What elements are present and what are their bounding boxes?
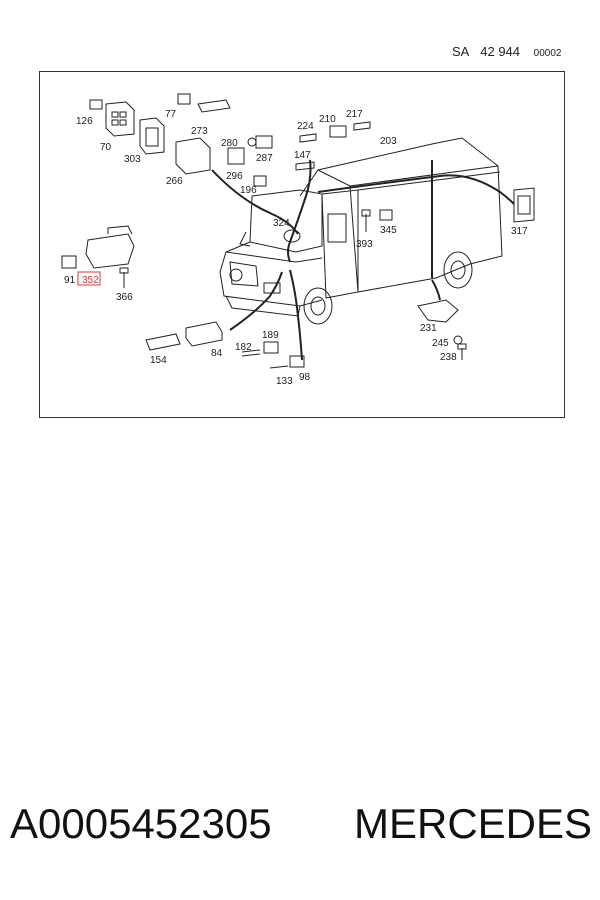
harness-lines xyxy=(211,159,515,361)
callout-98: 98 xyxy=(299,372,311,383)
callout-317: 317 xyxy=(511,226,528,237)
callout-303: 303 xyxy=(124,154,141,165)
part-133-icon xyxy=(269,365,289,369)
callout-393: 393 xyxy=(356,239,373,250)
callout-352: 352 xyxy=(82,275,99,286)
callout-189: 189 xyxy=(262,330,279,341)
part-189-icon xyxy=(263,341,279,354)
callout-224: 224 xyxy=(297,121,314,132)
callout-366: 366 xyxy=(116,292,133,303)
part-287-icon xyxy=(255,135,273,149)
callout-238: 238 xyxy=(440,352,457,363)
callout-352-highlight-box xyxy=(77,271,101,286)
part-70-icon xyxy=(105,101,135,137)
header-sheet: 00002 xyxy=(533,48,562,59)
part-303-icon xyxy=(139,117,165,155)
callout-147: 147 xyxy=(294,150,311,161)
part-84-icon xyxy=(185,321,223,347)
header-prefix: SA xyxy=(452,44,469,59)
part-91-icon xyxy=(61,255,77,269)
part-245-icon xyxy=(453,335,463,345)
callout-126: 126 xyxy=(76,116,93,127)
callout-91: 91 xyxy=(64,275,76,286)
part-217-icon xyxy=(353,121,371,131)
part-317-icon xyxy=(513,187,535,223)
part-98-icon xyxy=(289,355,305,368)
part-224-icon xyxy=(299,133,317,143)
brand-name: MERCEDES xyxy=(354,800,593,847)
callout-133: 133 xyxy=(276,376,293,387)
component-icons xyxy=(61,93,535,369)
part-273-icon xyxy=(197,99,231,113)
part-296-icon xyxy=(227,147,245,165)
callout-84: 84 xyxy=(211,348,223,359)
part-266-icon xyxy=(175,137,211,175)
callout-77: 77 xyxy=(165,109,177,120)
callout-196: 196 xyxy=(240,185,257,196)
callout-210: 210 xyxy=(319,114,336,125)
part-231-icon xyxy=(417,299,459,323)
van-illustration xyxy=(219,137,503,325)
part-324-icon xyxy=(283,229,301,243)
callout-266: 266 xyxy=(166,176,183,187)
part-280-icon xyxy=(247,137,257,147)
part-210-icon xyxy=(329,125,347,138)
callouts: 126 70 77 303 273 280 287 266 296 196 22… xyxy=(64,109,528,387)
callout-182: 182 xyxy=(235,342,252,353)
callout-280: 280 xyxy=(221,138,238,149)
callout-324: 324 xyxy=(273,218,290,229)
callout-203: 203 xyxy=(380,136,397,147)
part-77-icon xyxy=(177,93,191,105)
callout-345: 345 xyxy=(380,225,397,236)
callout-231: 231 xyxy=(420,323,437,334)
callout-245: 245 xyxy=(432,338,449,349)
part-182-icon xyxy=(241,349,261,357)
part-196-icon xyxy=(253,175,267,187)
callout-296: 296 xyxy=(226,171,243,182)
part-number: A0005452305 xyxy=(10,800,272,847)
header-code: 42 944 xyxy=(480,44,521,59)
callout-217: 217 xyxy=(346,109,363,120)
part-126-icon xyxy=(89,99,103,110)
part-154-icon xyxy=(145,333,181,351)
callout-70: 70 xyxy=(100,142,112,153)
callout-273: 273 xyxy=(191,126,208,137)
part-352-icon xyxy=(85,233,135,269)
callout-287: 287 xyxy=(256,153,273,164)
callout-154: 154 xyxy=(150,355,167,366)
part-147-icon xyxy=(295,161,315,171)
diagram-header: SA 42 944 00002 xyxy=(452,44,561,59)
part-345-icon xyxy=(379,209,393,221)
diagram-frame xyxy=(39,71,565,418)
